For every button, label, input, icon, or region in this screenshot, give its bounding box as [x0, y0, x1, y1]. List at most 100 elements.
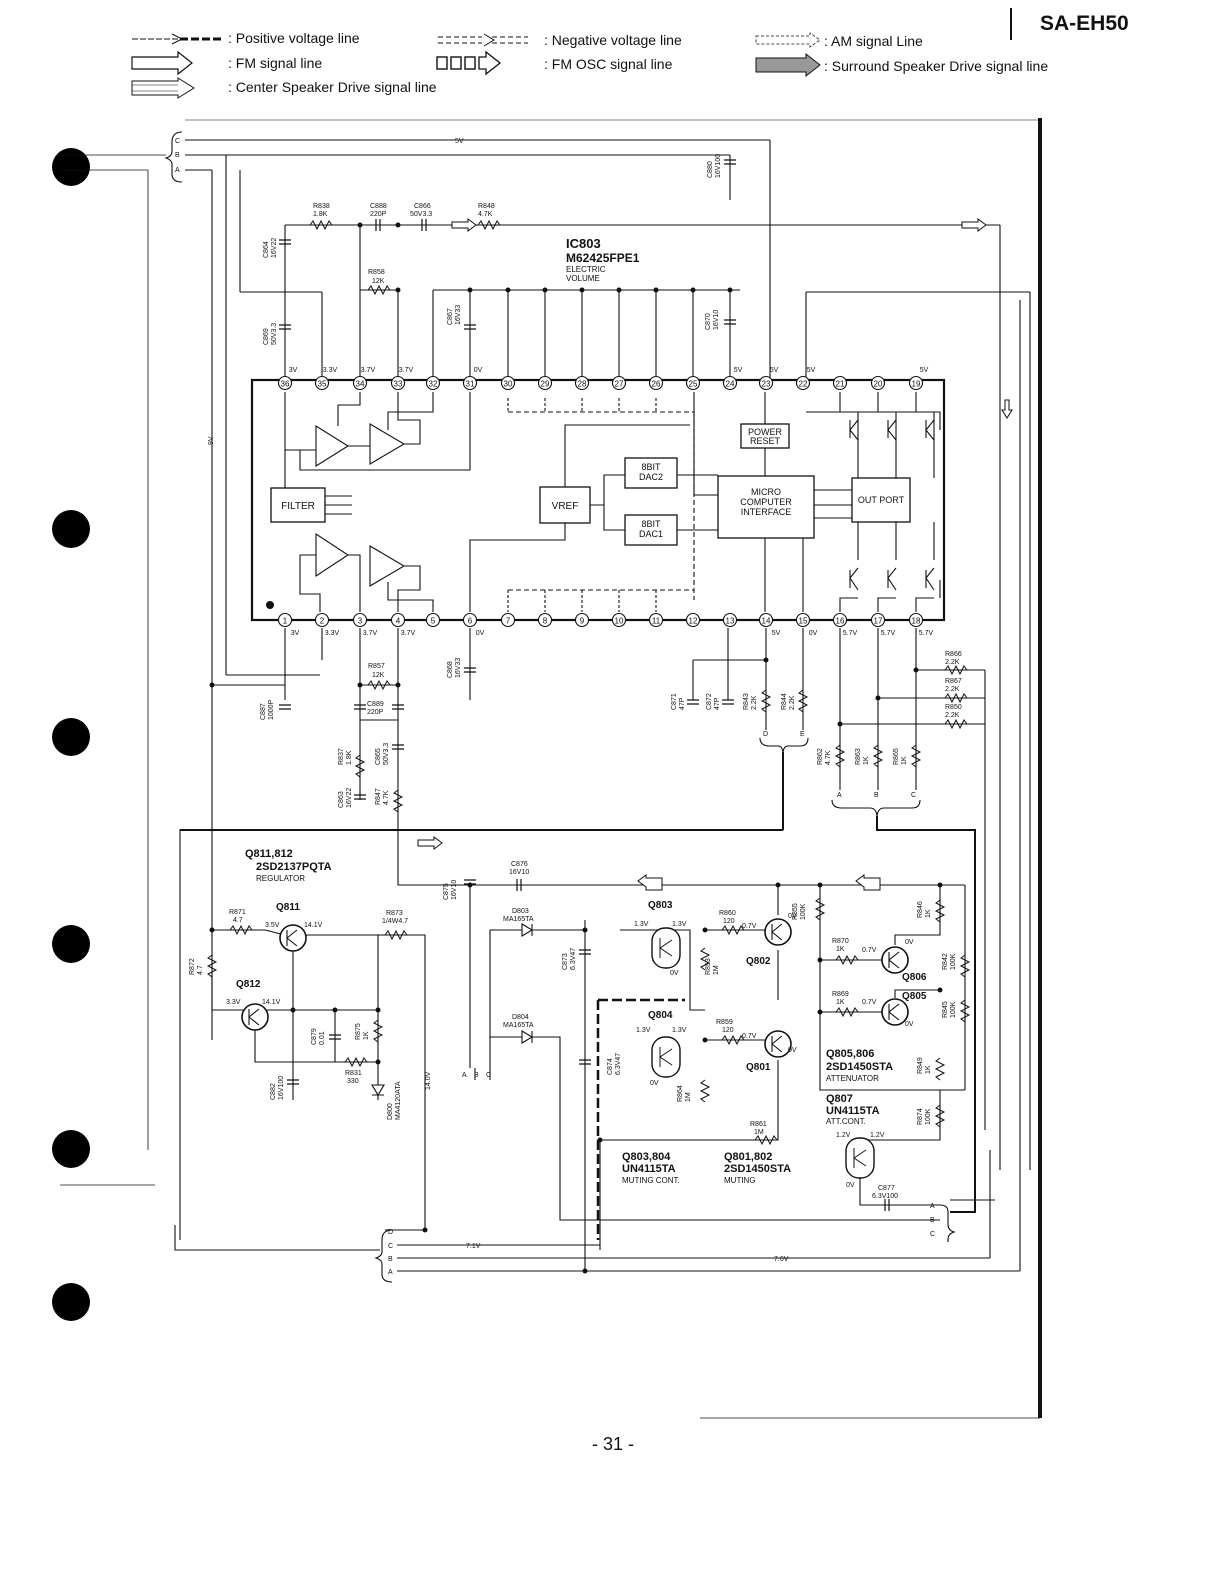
- r849-val: 1K: [925, 1065, 932, 1074]
- c864-ref: C864: [263, 241, 270, 258]
- r838-ref: R838: [313, 203, 330, 210]
- v-q805-c: 0V: [905, 1021, 914, 1028]
- ic-pin-35: 35: [318, 380, 327, 389]
- v-q806-b: 0.7V: [862, 947, 877, 954]
- r859-ref: R859: [716, 1019, 733, 1026]
- c888-ref: C888: [370, 203, 387, 210]
- r866-val: 2.2K: [945, 659, 960, 666]
- c880-ref: C880: [707, 161, 714, 178]
- ic-pin-13: 13: [726, 617, 735, 626]
- ic-pin-24: 24: [726, 380, 735, 389]
- r875-val: 1K: [363, 1031, 370, 1040]
- c879-ref: C879: [311, 1028, 318, 1045]
- legend-positive-label: : Positive voltage line: [228, 30, 360, 46]
- ic803-pins: [277, 375, 924, 628]
- ic-pin-voltage: 5V: [920, 367, 929, 374]
- r874-val: 100K: [925, 1108, 932, 1125]
- dac2-line2: DAC2: [639, 472, 663, 482]
- model-divider: [1010, 8, 1012, 40]
- r855-val: 100K: [800, 903, 807, 920]
- r831-val: 330: [347, 1078, 359, 1085]
- conn-mid-a: A: [462, 1072, 467, 1079]
- legend-fm-symbol: [131, 50, 193, 76]
- r846-val: 1K: [925, 909, 932, 918]
- ic803-part: M62425FPE1: [566, 251, 640, 265]
- micro-line3: INTERFACE: [741, 507, 792, 517]
- r865-val: 1K: [901, 756, 908, 765]
- ic-pin-22: 22: [799, 380, 808, 389]
- r861-val: 1M: [754, 1129, 764, 1136]
- v-rail-5v: 5V: [455, 138, 464, 145]
- q811-812-func: REGULATOR: [256, 874, 305, 883]
- r864-ref: R864: [677, 1085, 684, 1102]
- c882-val: 16V100: [278, 1076, 285, 1100]
- r849-ref: R849: [917, 1057, 924, 1074]
- q805-806-part: 2SD1450STA: [826, 1061, 893, 1073]
- r859-val: 120: [722, 1027, 734, 1034]
- ic-pin-3: 3: [358, 617, 363, 626]
- r863-val: 1K: [863, 756, 870, 765]
- binder-hole: [52, 1283, 90, 1321]
- ic-pin-voltage: 5V: [807, 367, 816, 374]
- conn-top-b: B: [175, 152, 180, 159]
- c874-val: 6.3V47: [615, 1053, 622, 1075]
- ic-pin-27: 27: [615, 380, 624, 389]
- c870-val: 16V10: [713, 310, 720, 330]
- vref-block: VREF: [552, 501, 579, 512]
- c865-val: 50V3.3: [383, 743, 390, 765]
- q801-label: Q801: [746, 1062, 771, 1073]
- d804-val: MA165TA: [503, 1022, 534, 1029]
- c871-val: 47P: [679, 697, 686, 710]
- c874-ref: C874: [607, 1058, 614, 1075]
- legend-fmosc-symbol: [436, 50, 502, 76]
- c867-val: 16V33: [455, 305, 462, 325]
- v-rail-14v: 14.0V: [425, 1071, 432, 1090]
- v-q803-l: 1.3V: [634, 921, 649, 928]
- q805-806-ref: Q805,806: [826, 1048, 874, 1060]
- v-q811-b: 3.5V: [265, 922, 280, 929]
- ic-pin-6: 6: [468, 617, 473, 626]
- ic-pin-voltage: 3V: [289, 367, 298, 374]
- legend-fmosc-label: : FM OSC signal line: [544, 56, 673, 72]
- c882-ref: C882: [270, 1083, 277, 1100]
- q803-804-part: UN4115TA: [622, 1163, 676, 1175]
- c887-val: 1000P: [268, 699, 275, 720]
- legend-surround-label: : Surround Speaker Drive signal line: [824, 58, 1049, 74]
- q804-label: Q804: [648, 1010, 673, 1021]
- legend-negative-symbol: [438, 33, 528, 47]
- r858-val: 12K: [372, 278, 385, 285]
- ic803-desc2: VOLUME: [566, 274, 600, 283]
- ic-pin-voltage: 5.7V: [843, 630, 858, 637]
- r831-ref: R831: [345, 1070, 362, 1077]
- dac1-line2: DAC1: [639, 529, 663, 539]
- q811-812-ref: Q811,812: [245, 848, 293, 860]
- c879-val: 0.01: [319, 1031, 326, 1045]
- ic-pin-12: 12: [689, 617, 698, 626]
- r843-ref: R843: [743, 693, 750, 710]
- legend-positive-symbol: [132, 33, 222, 45]
- legend-am-symbol: [755, 32, 821, 48]
- d800-val: MA4120ATA: [395, 1081, 402, 1120]
- r847-val: 4.7K: [383, 790, 390, 805]
- micro-line2: COMPUTER: [740, 497, 792, 507]
- c877-ref: C877: [878, 1185, 895, 1192]
- ic-pin-4: 4: [396, 617, 401, 626]
- ic-pin-voltage: 5.7V: [919, 630, 934, 637]
- r842-val: 100K: [950, 953, 957, 970]
- ic-pin-voltage: 3.3V: [323, 367, 338, 374]
- q802-label: Q802: [746, 956, 771, 967]
- binder-hole: [52, 718, 90, 756]
- ic-pin-30: 30: [504, 380, 513, 389]
- power-reset-line1: POWER: [748, 427, 783, 437]
- r866-ref: R866: [945, 651, 962, 658]
- r858-ref: R858: [368, 269, 385, 276]
- c876-val: 16V10: [509, 869, 529, 876]
- conn-abc-c: C: [911, 792, 916, 799]
- conn-right-a: A: [930, 1203, 935, 1210]
- ic-pin-voltage: 0V: [476, 630, 485, 637]
- d803-ref: D803: [512, 908, 529, 915]
- page-number: - 31 -: [592, 1434, 635, 1454]
- v-q804-e: 0V: [650, 1080, 659, 1087]
- c872-val: 47P: [714, 697, 721, 710]
